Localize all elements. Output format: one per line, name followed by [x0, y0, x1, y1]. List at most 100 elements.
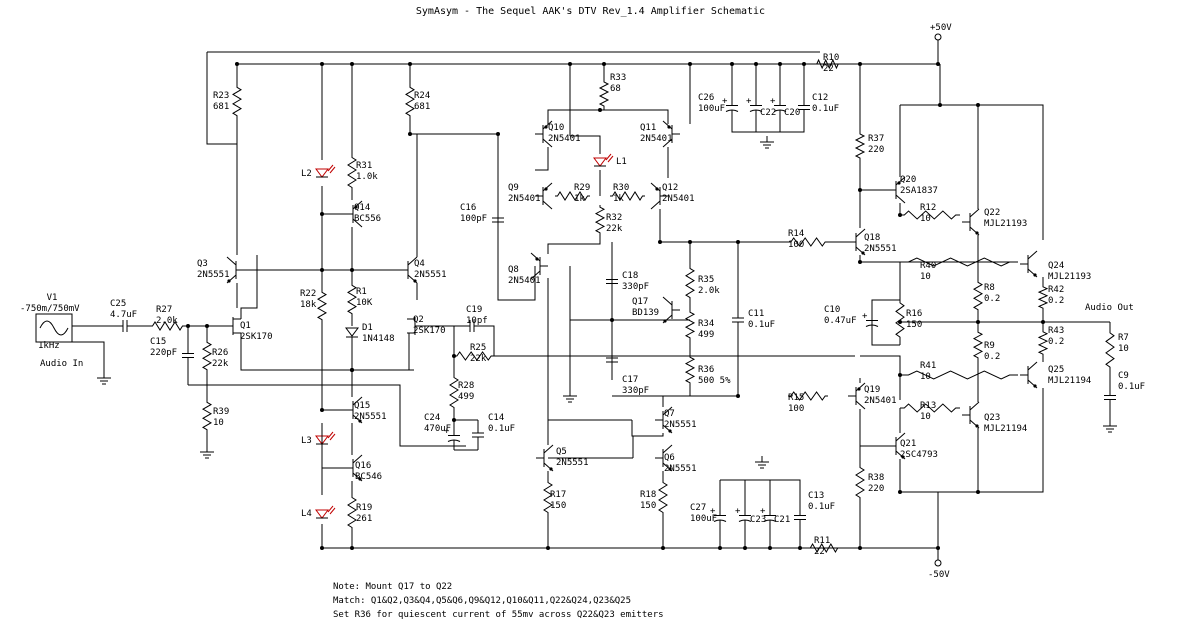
- transistor-q4: [400, 256, 418, 284]
- junction-dot: [408, 62, 412, 66]
- transistor-q14: [345, 200, 363, 228]
- capacitor-c15: [182, 326, 194, 385]
- transistor-q15-ref: Q15: [354, 401, 370, 411]
- transistor-q18: [848, 228, 866, 256]
- transistor-q22-ref: Q22: [984, 208, 1000, 218]
- junction-dot: [452, 354, 456, 358]
- capacitor-c26: +: [722, 95, 739, 120]
- capacitor-c17-ref: C17: [622, 375, 638, 385]
- transistor-q6: [655, 444, 673, 472]
- junction-dot: [743, 546, 747, 550]
- junction-dot: [754, 62, 758, 66]
- transistor-q21-value: 2SC4793: [900, 450, 938, 460]
- transistor-q14-value: BC556: [354, 214, 381, 224]
- capacitor-c18-ref: C18: [622, 271, 638, 281]
- resistor-r9-labels: R90.2: [984, 341, 1000, 362]
- junction-dot: [408, 132, 412, 136]
- resistor-r10-ref: R10: [823, 53, 839, 63]
- transistor-q25-value: MJL21194: [1048, 376, 1091, 386]
- resistor-r16-value: 150: [906, 320, 922, 330]
- resistor-r29-value: 1k: [574, 194, 585, 204]
- transistor-q8: [530, 252, 548, 280]
- ground-symbol: [755, 456, 769, 469]
- resistor-r18: [658, 480, 668, 515]
- capacitor-c20-labels: C20: [784, 108, 800, 118]
- resistor-r24-value: 681: [414, 102, 430, 112]
- jfet-q1-value: 2SK170: [240, 332, 273, 342]
- resistor-r1-ref: R1: [356, 287, 367, 297]
- capacitor-c12: [798, 95, 810, 120]
- capacitor-c24: +: [444, 425, 461, 450]
- capacitor-c10: +: [862, 300, 879, 345]
- diode-d1: [345, 327, 359, 338]
- transistor-q12-value: 2N5401: [662, 194, 695, 204]
- resistor-r9-ref: R9: [984, 341, 995, 351]
- capacitor-c17-value: 330pF: [622, 386, 649, 396]
- resistor-r35-value: 2.0k: [698, 286, 720, 296]
- resistor-r18-value: 150: [640, 501, 656, 511]
- junction-dot: [568, 62, 572, 66]
- capacitor-c9-value: 0.1uF: [1118, 382, 1145, 392]
- resistor-r25-value: 22k: [470, 354, 487, 364]
- junction-dot: [661, 546, 665, 550]
- resistor-r26-ref: R26: [212, 348, 228, 358]
- capacitor-plus-sign: +: [746, 97, 752, 107]
- source-value: -750m/750mV: [20, 304, 80, 314]
- capacitor-c16-ref: C16: [460, 203, 476, 213]
- resistor-r27: [150, 321, 185, 331]
- capacitor-c14-value: 0.1uF: [488, 424, 515, 434]
- junction-dot: [798, 546, 802, 550]
- junction-dot: [688, 62, 692, 66]
- resistor-r10-value: 22: [823, 64, 834, 74]
- junction-dot: [350, 368, 354, 372]
- resistor-r42-value: 0.2: [1048, 296, 1064, 306]
- neg-rail-terminal: [934, 559, 942, 567]
- transistor-q17-ref: Q17: [632, 297, 648, 307]
- resistor-r15: [788, 391, 828, 401]
- capacitor-c24-ref: C24: [424, 413, 440, 423]
- capacitor-c27-value: 100uF: [690, 514, 717, 524]
- junction-dot: [350, 546, 354, 550]
- pos-rail-terminal: [934, 33, 942, 41]
- capacitor-c26-value: 100uF: [698, 104, 725, 114]
- transistor-q7-value: 2N5551: [664, 420, 697, 430]
- resistor-r12: [900, 210, 960, 220]
- jfet-q2-ref: Q2: [413, 315, 424, 325]
- junction-dot: [718, 546, 722, 550]
- capacitor-c23: +: [735, 505, 752, 530]
- resistor-r22-value: 18k: [300, 300, 317, 310]
- transistor-q11-value: 2N5401: [640, 134, 673, 144]
- led-l2-ref: L2: [301, 169, 312, 179]
- transistor-q10-ref: Q10: [548, 123, 564, 133]
- capacitor-c9: [1104, 385, 1116, 410]
- transistor-q17: [662, 296, 680, 324]
- capacitor-c13: [794, 505, 806, 530]
- capacitor-c13-ref: C13: [808, 491, 824, 501]
- resistor-r30: [610, 191, 645, 201]
- resistor-r43-value: 0.2: [1048, 337, 1064, 347]
- capacitor-c18-value: 330pF: [622, 282, 649, 292]
- resistor-r8: [972, 280, 984, 312]
- resistor-r32-value: 22k: [606, 224, 623, 234]
- junction-dot: [235, 62, 239, 66]
- led-l2: L2: [301, 164, 336, 179]
- transistor-q8-ref: Q8: [508, 265, 519, 275]
